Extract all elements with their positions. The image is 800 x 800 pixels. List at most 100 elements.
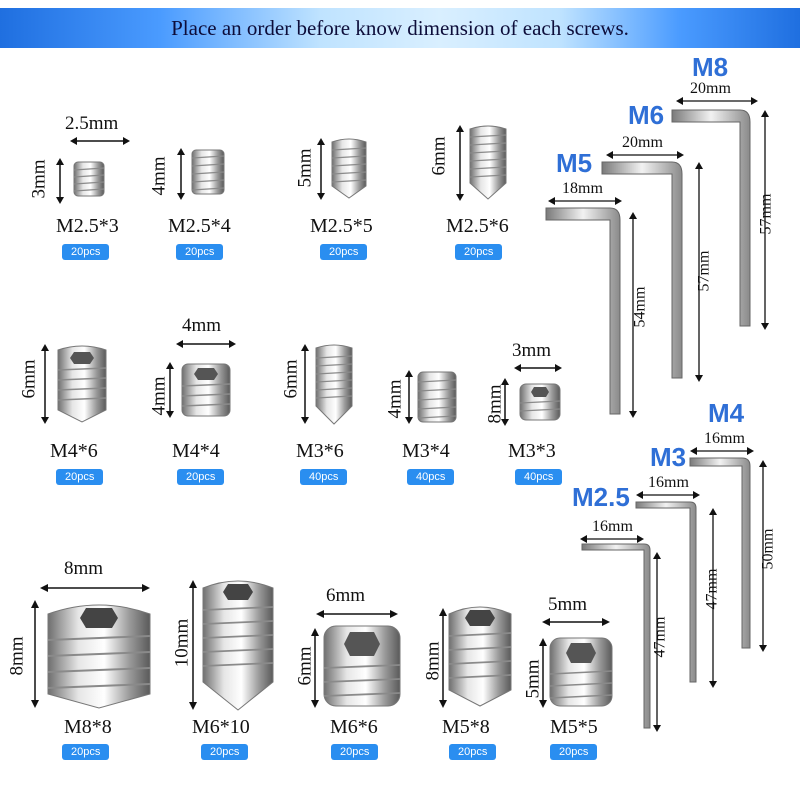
height-arrow	[166, 362, 174, 418]
key-long-arrow	[759, 460, 767, 652]
screw-image	[469, 125, 507, 200]
width-dimension: 2.5mm	[65, 113, 119, 134]
qty-badge: 20pcs	[320, 244, 368, 260]
screw-image	[519, 383, 561, 421]
height-dimension: 6mm	[428, 136, 450, 176]
qty-badge: 20pcs	[62, 244, 110, 260]
screw-image	[331, 138, 367, 199]
key-short-length: 18mm	[562, 180, 603, 197]
banner-text: Place an order before know dimension of …	[171, 16, 629, 40]
key-short-length: 16mm	[648, 474, 689, 491]
key-size-label: M2.5	[572, 482, 630, 512]
height-arrow	[31, 600, 39, 708]
screw-label: M2.5*6	[446, 215, 509, 237]
width-arrow	[70, 137, 130, 145]
screw-image	[315, 344, 353, 425]
width-dimension: 4mm	[182, 315, 222, 336]
screw-image	[181, 363, 231, 417]
key-short-arrow	[548, 197, 622, 205]
height-arrow	[311, 628, 319, 708]
screw-label: M8*8	[64, 716, 112, 738]
height-dimension: 3mm	[28, 159, 50, 199]
width-arrow	[40, 584, 150, 592]
height-arrow	[177, 148, 185, 200]
qty-badge: 20pcs	[449, 744, 497, 760]
key-short-arrow	[636, 491, 700, 499]
key-short-arrow	[676, 97, 758, 105]
screw-label: M3*4	[402, 440, 450, 462]
key-long-arrow	[709, 508, 717, 688]
height-arrow	[405, 370, 413, 424]
key-image	[601, 161, 683, 379]
width-arrow	[316, 610, 398, 618]
key-short-length: 16mm	[704, 430, 745, 447]
width-arrow	[542, 618, 610, 626]
key-image	[671, 109, 751, 327]
key-image	[689, 457, 751, 649]
screw-label: M5*5	[550, 716, 598, 738]
key-image	[581, 543, 651, 729]
screw-image	[202, 580, 274, 711]
key-size-label: M4	[708, 398, 745, 428]
qty-badge: 20pcs	[176, 244, 224, 260]
screw-image	[417, 371, 457, 423]
qty-badge: 40pcs	[300, 469, 348, 485]
height-arrow	[456, 125, 464, 201]
height-arrow	[317, 138, 325, 200]
height-arrow	[189, 580, 197, 710]
screw-image	[448, 606, 512, 707]
height-dimension: 4mm	[148, 156, 170, 196]
width-dimension: 5mm	[548, 594, 588, 615]
qty-badge: 40pcs	[407, 469, 455, 485]
key-long-arrow	[761, 110, 769, 330]
key-long-arrow	[629, 212, 637, 418]
key-long-arrow	[653, 552, 661, 732]
height-dimension: 8mm	[6, 636, 28, 676]
screw-label: M2.5*3	[56, 215, 119, 237]
qty-badge: 40pcs	[515, 469, 563, 485]
screw-label: M6*6	[330, 716, 378, 738]
key-image	[545, 207, 621, 415]
qty-badge: 20pcs	[177, 469, 225, 485]
key-size-label: M8	[692, 52, 729, 82]
height-arrow	[439, 608, 447, 708]
key-short-arrow	[606, 151, 684, 159]
height-arrow	[501, 378, 509, 426]
height-arrow	[301, 344, 309, 424]
width-dimension: 3mm	[512, 340, 552, 361]
screw-image	[549, 637, 613, 707]
height-arrow	[56, 158, 64, 204]
qty-badge: 20pcs	[455, 244, 503, 260]
height-arrow	[539, 638, 547, 708]
screw-label: M4*6	[50, 440, 98, 462]
key-short-arrow	[580, 535, 644, 543]
key-size-label: M3	[650, 442, 687, 472]
screw-label: M2.5*5	[310, 215, 373, 237]
screw-label: M2.5*4	[168, 215, 231, 237]
key-long-arrow	[695, 162, 703, 382]
screw-label: M5*8	[442, 716, 490, 738]
screw-image	[191, 149, 225, 195]
screw-image	[323, 625, 401, 707]
width-arrow	[514, 364, 562, 372]
screw-label: M3*6	[296, 440, 344, 462]
key-short-length: 20mm	[690, 80, 731, 97]
screw-label: M4*4	[172, 440, 220, 462]
width-dimension: 8mm	[64, 558, 104, 579]
title-banner	[0, 8, 800, 48]
screw-image	[47, 604, 151, 709]
screw-image	[73, 161, 105, 197]
height-arrow	[41, 344, 49, 424]
width-dimension: 6mm	[326, 585, 366, 606]
qty-badge: 20pcs	[550, 744, 598, 760]
qty-badge: 20pcs	[62, 744, 110, 760]
key-image	[635, 501, 697, 683]
height-dimension: 5mm	[294, 148, 316, 188]
width-arrow	[176, 340, 236, 348]
screw-label: M6*10	[192, 716, 250, 738]
qty-badge: 20pcs	[56, 469, 104, 485]
key-short-length: 16mm	[592, 518, 633, 535]
qty-badge: 20pcs	[201, 744, 249, 760]
key-size-label: M5	[556, 148, 593, 178]
height-dimension: 6mm	[18, 359, 40, 399]
